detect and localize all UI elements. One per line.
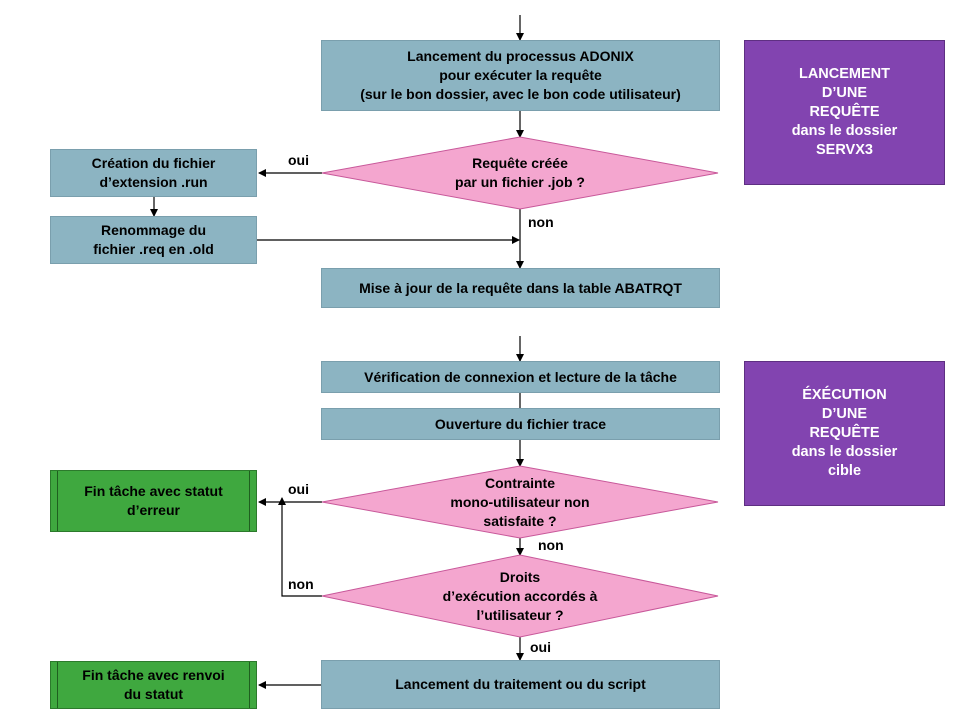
update-abatrqt-box: Mise à jour de la requête dans la table … [321, 268, 720, 308]
decision-constraint-yes-label: oui [288, 481, 309, 497]
arrow-rights-no [278, 497, 322, 597]
decision-constraint-diamond [321, 465, 719, 539]
decision-constraint-label: Contrainte mono-utilisateur non satisfai… [450, 474, 590, 529]
launch-script-box: Lancement du traitement ou du script [321, 660, 720, 709]
end-error-box: Fin tâche avec statut d’erreur [50, 470, 257, 532]
decision-rights-no-label: non [288, 576, 314, 592]
decision-job-label: Requête créée par un fichier .job ? [455, 155, 585, 190]
decision-job-no-label: non [528, 214, 554, 230]
verify-connection-box: Vérification de connexion et lecture de … [321, 361, 720, 393]
create-run-file-box: Création du fichier d’extension .run [50, 149, 257, 197]
decision-job-yes-label: oui [288, 152, 309, 168]
decision-constraint-no-label: non [538, 537, 564, 553]
section1-title-box: LANCEMENT D’UNE REQUÊTE dans le dossier … [744, 40, 945, 185]
open-trace-file-box: Ouverture du fichier trace [321, 408, 720, 440]
decision-job-diamond [321, 136, 719, 210]
launch-adonix-process-box: Lancement du processus ADONIX pour exécu… [321, 40, 720, 111]
decision-rights-diamond [321, 554, 719, 638]
end-status-box: Fin tâche avec renvoi du statut [50, 661, 257, 709]
rename-req-file-box: Renommage du fichier .req en .old [50, 216, 257, 264]
decision-rights-yes-label: oui [530, 639, 551, 655]
section2-title-box: ÉXÉCUTION D’UNE REQUÊTE dans le dossier … [744, 361, 945, 506]
decision-rights-label: Droits d’exécution accordés à l’utilisat… [442, 568, 598, 623]
